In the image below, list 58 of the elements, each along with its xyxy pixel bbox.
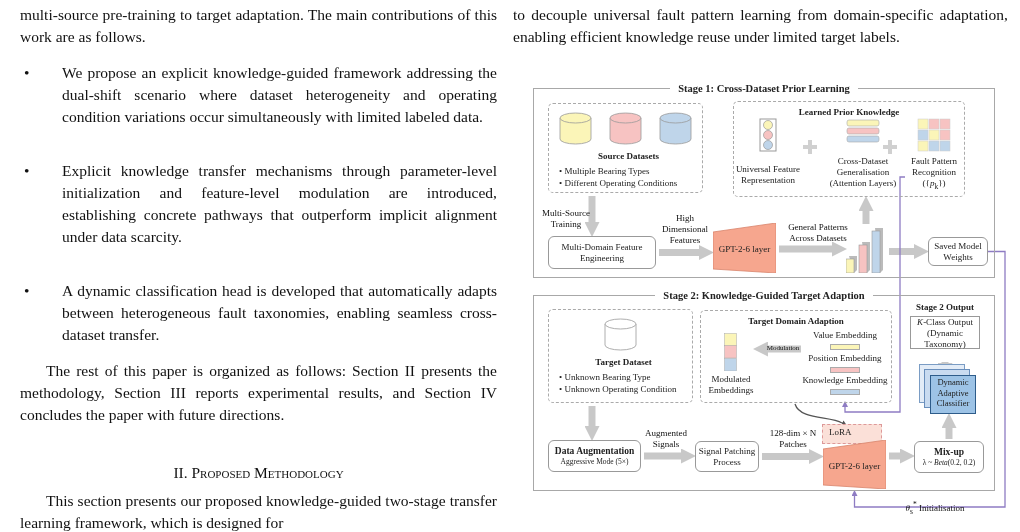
process-box [914,441,984,473]
stage-title: Stage 1: Cross-Dataset Prior Learning [670,82,858,95]
node-label: Value Embedding [811,330,879,341]
node-label: GPT-2-6 layer [827,460,882,472]
body-paragraph: A dynamic classification head is developed that automatically adapts between heterogeneous fault taxonomies, enabling seamless cross-dataset transfer. [62,281,497,345]
bullet-mark: • [24,161,30,181]
bullet-item: • Multiple Bearing Types [559,165,651,177]
bullet-item: • Unknown Operating Condition [559,383,678,395]
arrow [941,413,957,439]
connector-line [842,176,906,413]
edge-label: High Dimensional Features [661,213,709,246]
panel-heading: Source Datasets [596,151,661,162]
body-paragraph: multi-source pre-training to target adaptation. The main contributions of this work are as follows. [20,5,497,47]
body-paragraph: The rest of this paper is organized as follows: Section II presents the methodology, Section III reports experimental results, and Section IV concludes the paper with future directions. [20,361,497,425]
body-paragraph: This section presents our proposed knowledge-guided two-stage transfer learning framework, which is designed for [20,491,497,532]
process-box [548,236,656,269]
node-label: LoRA [829,427,852,438]
section-heading: II. Proposed Methodology [172,463,345,483]
edge-label: θ$_{s}$$^{*}$ Initialisation [904,499,966,517]
panel-heading: Learned Prior Knowledge [797,107,901,118]
bullet-mark: • [24,63,30,83]
node-label: ({p$_{k}$}) [921,178,947,192]
node-label: Multi-Domain Feature Engineering [560,241,644,264]
stage-title: Stage 2: Knowledge-Guided Target Adaption [655,289,873,302]
dataset-panel [548,309,693,403]
body-paragraph: We propose an explicit knowledge-guided framework addressing the dual-shift scenario where dataset heterogeneity and operating condition variations occur simultaneously with limited labeled data. [62,63,497,127]
bullet-item: • Unknown Bearing Type [559,371,652,383]
process-box [928,237,988,266]
knowledge-panel [700,310,892,403]
panel-heading: Target Domain Adaption [747,316,845,327]
edge-label: Augmented Signals [644,428,688,450]
panel-heading: Target Dataset [594,357,653,368]
dataset-panel [548,103,703,193]
bullet-item: • Different Operating Conditions [559,177,679,189]
node-label: Knowledge Embedding [801,375,889,386]
panel-heading: Stage 2 Output [915,302,975,313]
node-label: Cross-Dataset Generalisation (Attention Layers) [828,156,898,189]
connector-line [851,250,1006,508]
node-label: K-Class Output (Dynamic Taxonomy) [916,316,974,349]
node-label: GPT-2-6 layer [717,243,772,255]
edge-label: Multi-Source Training [541,208,591,230]
node-label: Universal Feature Representation [734,164,802,186]
adapter-box [822,424,882,444]
node-label: Signal Patching Process [698,445,756,468]
node-label: Dynamic Adaptive Classifier [935,377,971,409]
process-box [548,440,641,472]
node-label: Position Embedding [807,353,883,364]
node-label: Mix-up [932,446,966,458]
edge-label: General Patterns Across Datasets [787,222,849,244]
bullet-mark: • [24,281,30,301]
node-label: Modulated Embeddings [707,374,755,396]
node-label: Data Augmentation [553,445,636,457]
node-label: Saved Model Weights [933,240,983,263]
body-paragraph: to decouple universal fault pattern learning from domain-specific adaptation, enabling efficient knowledge reuse under limited target labels. [513,5,1008,47]
edge-label: 128-dim × N Patches [768,428,818,450]
knowledge-panel [733,101,965,197]
connector-line [794,403,848,426]
body-paragraph: Explicit knowledge transfer mechanisms through parameter-level initialization and feature-level modulation are introduced, establishing concrete pathways that outperform implicit alignment under data scarcity. [62,161,497,247]
